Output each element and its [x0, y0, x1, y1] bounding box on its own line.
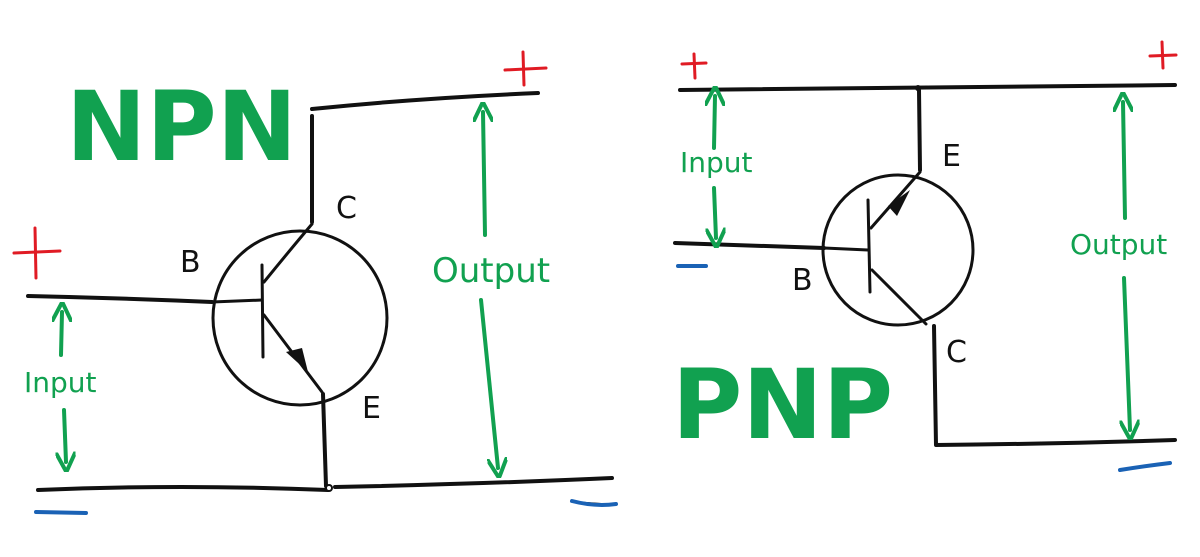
npn-collector-lead	[262, 222, 314, 284]
npn-output-label: Output	[432, 251, 550, 291]
pnp-collector-wire	[932, 324, 1177, 447]
npn-base-lead	[210, 298, 264, 304]
pnp-base-label: B	[792, 263, 813, 298]
npn-base-label: B	[180, 245, 201, 280]
npn-emitter-wire	[321, 392, 328, 488]
pnp-output-label: Output	[1070, 228, 1167, 261]
npn-collector-label: C	[336, 191, 357, 226]
npn-junction	[325, 484, 333, 492]
npn-input-minus-icon	[34, 510, 88, 515]
pnp-output-arrow-down-icon	[1124, 276, 1130, 430]
pnp-input-label: Input	[680, 146, 753, 179]
pnp-output-plus-icon	[1148, 40, 1178, 70]
npn-input-arrow-down-icon	[64, 408, 66, 462]
pnp-emitter-arrow-icon	[888, 190, 910, 216]
pnp-collector-label: C	[946, 335, 967, 370]
pnp-title: PNP	[672, 349, 893, 461]
npn-input-arrow-up-icon	[61, 312, 62, 357]
npn-base-bar	[260, 263, 265, 359]
npn-output-arrow-down-icon	[479, 298, 498, 468]
npn-input-plus-icon	[12, 226, 62, 280]
pnp-base-wire	[673, 241, 826, 250]
npn-input-label: Input	[24, 366, 97, 399]
pnp-input-arrow-down-icon	[714, 186, 716, 238]
pnp-transistor-body	[821, 173, 975, 327]
npn-output-minus-icon	[570, 499, 618, 507]
pnp-circuit: PNP B C E Input Output	[672, 40, 1178, 472]
pnp-base-bar	[866, 198, 872, 294]
npn-ground-wire	[36, 476, 614, 492]
pnp-top-wire	[678, 83, 1177, 92]
npn-output-arrow-up-icon	[483, 112, 485, 237]
npn-base-wire	[26, 294, 214, 304]
pnp-emitter-label: E	[942, 139, 961, 174]
pnp-collector-lead	[870, 268, 928, 326]
pnp-emitter-wire	[917, 88, 922, 172]
npn-output-plus-icon	[503, 50, 548, 87]
npn-transistor-body	[211, 229, 389, 407]
npn-collector-wire	[310, 91, 540, 224]
pnp-input-arrow-up-icon	[714, 96, 715, 150]
npn-title: NPN	[66, 71, 297, 183]
pnp-output-arrow-up-icon	[1123, 102, 1125, 220]
pnp-output-minus-icon	[1118, 461, 1172, 472]
pnp-input-plus-icon	[680, 52, 708, 80]
npn-emitter-arrow-icon	[286, 348, 308, 372]
npn-emitter-label: E	[362, 391, 381, 426]
npn-circuit: NPN B C E Input Output	[12, 50, 618, 515]
pnp-emitter-lead	[869, 170, 922, 230]
pnp-base-lead	[822, 246, 870, 252]
